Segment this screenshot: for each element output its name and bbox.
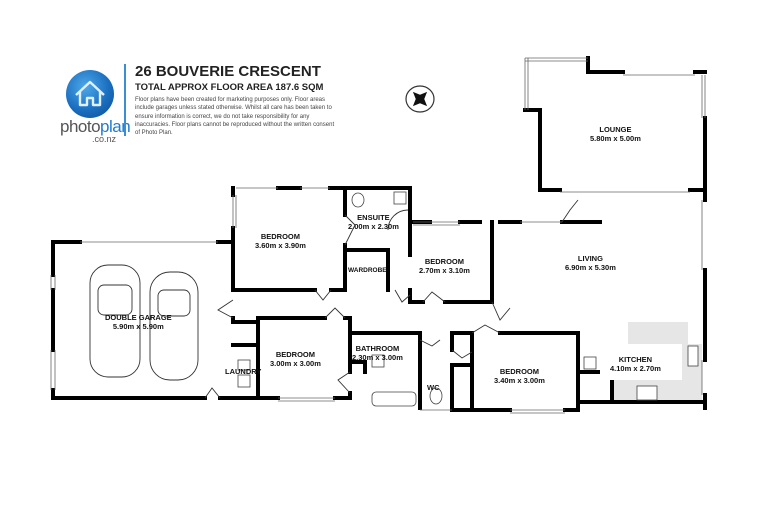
brand-name: photoplan (60, 117, 131, 136)
compass-rose-icon (405, 85, 435, 113)
car-icon (89, 264, 199, 381)
brand-domain: .co.nz (92, 134, 117, 144)
room-wc: WC (427, 383, 440, 392)
disclaimer-text: Floor plans have been created for market… (135, 97, 335, 137)
room-laundry: LAUNDRY (225, 367, 262, 376)
room-wardrobe: WARDROBE (348, 267, 387, 274)
house-icon (75, 80, 105, 107)
photoplan-logo-icon (66, 70, 114, 118)
header-divider (124, 64, 126, 136)
property-address: 26 BOUVERIE CRESCENT (135, 63, 321, 80)
floor-area: TOTAL APPROX FLOOR AREA 187.6 SQM (135, 82, 324, 93)
